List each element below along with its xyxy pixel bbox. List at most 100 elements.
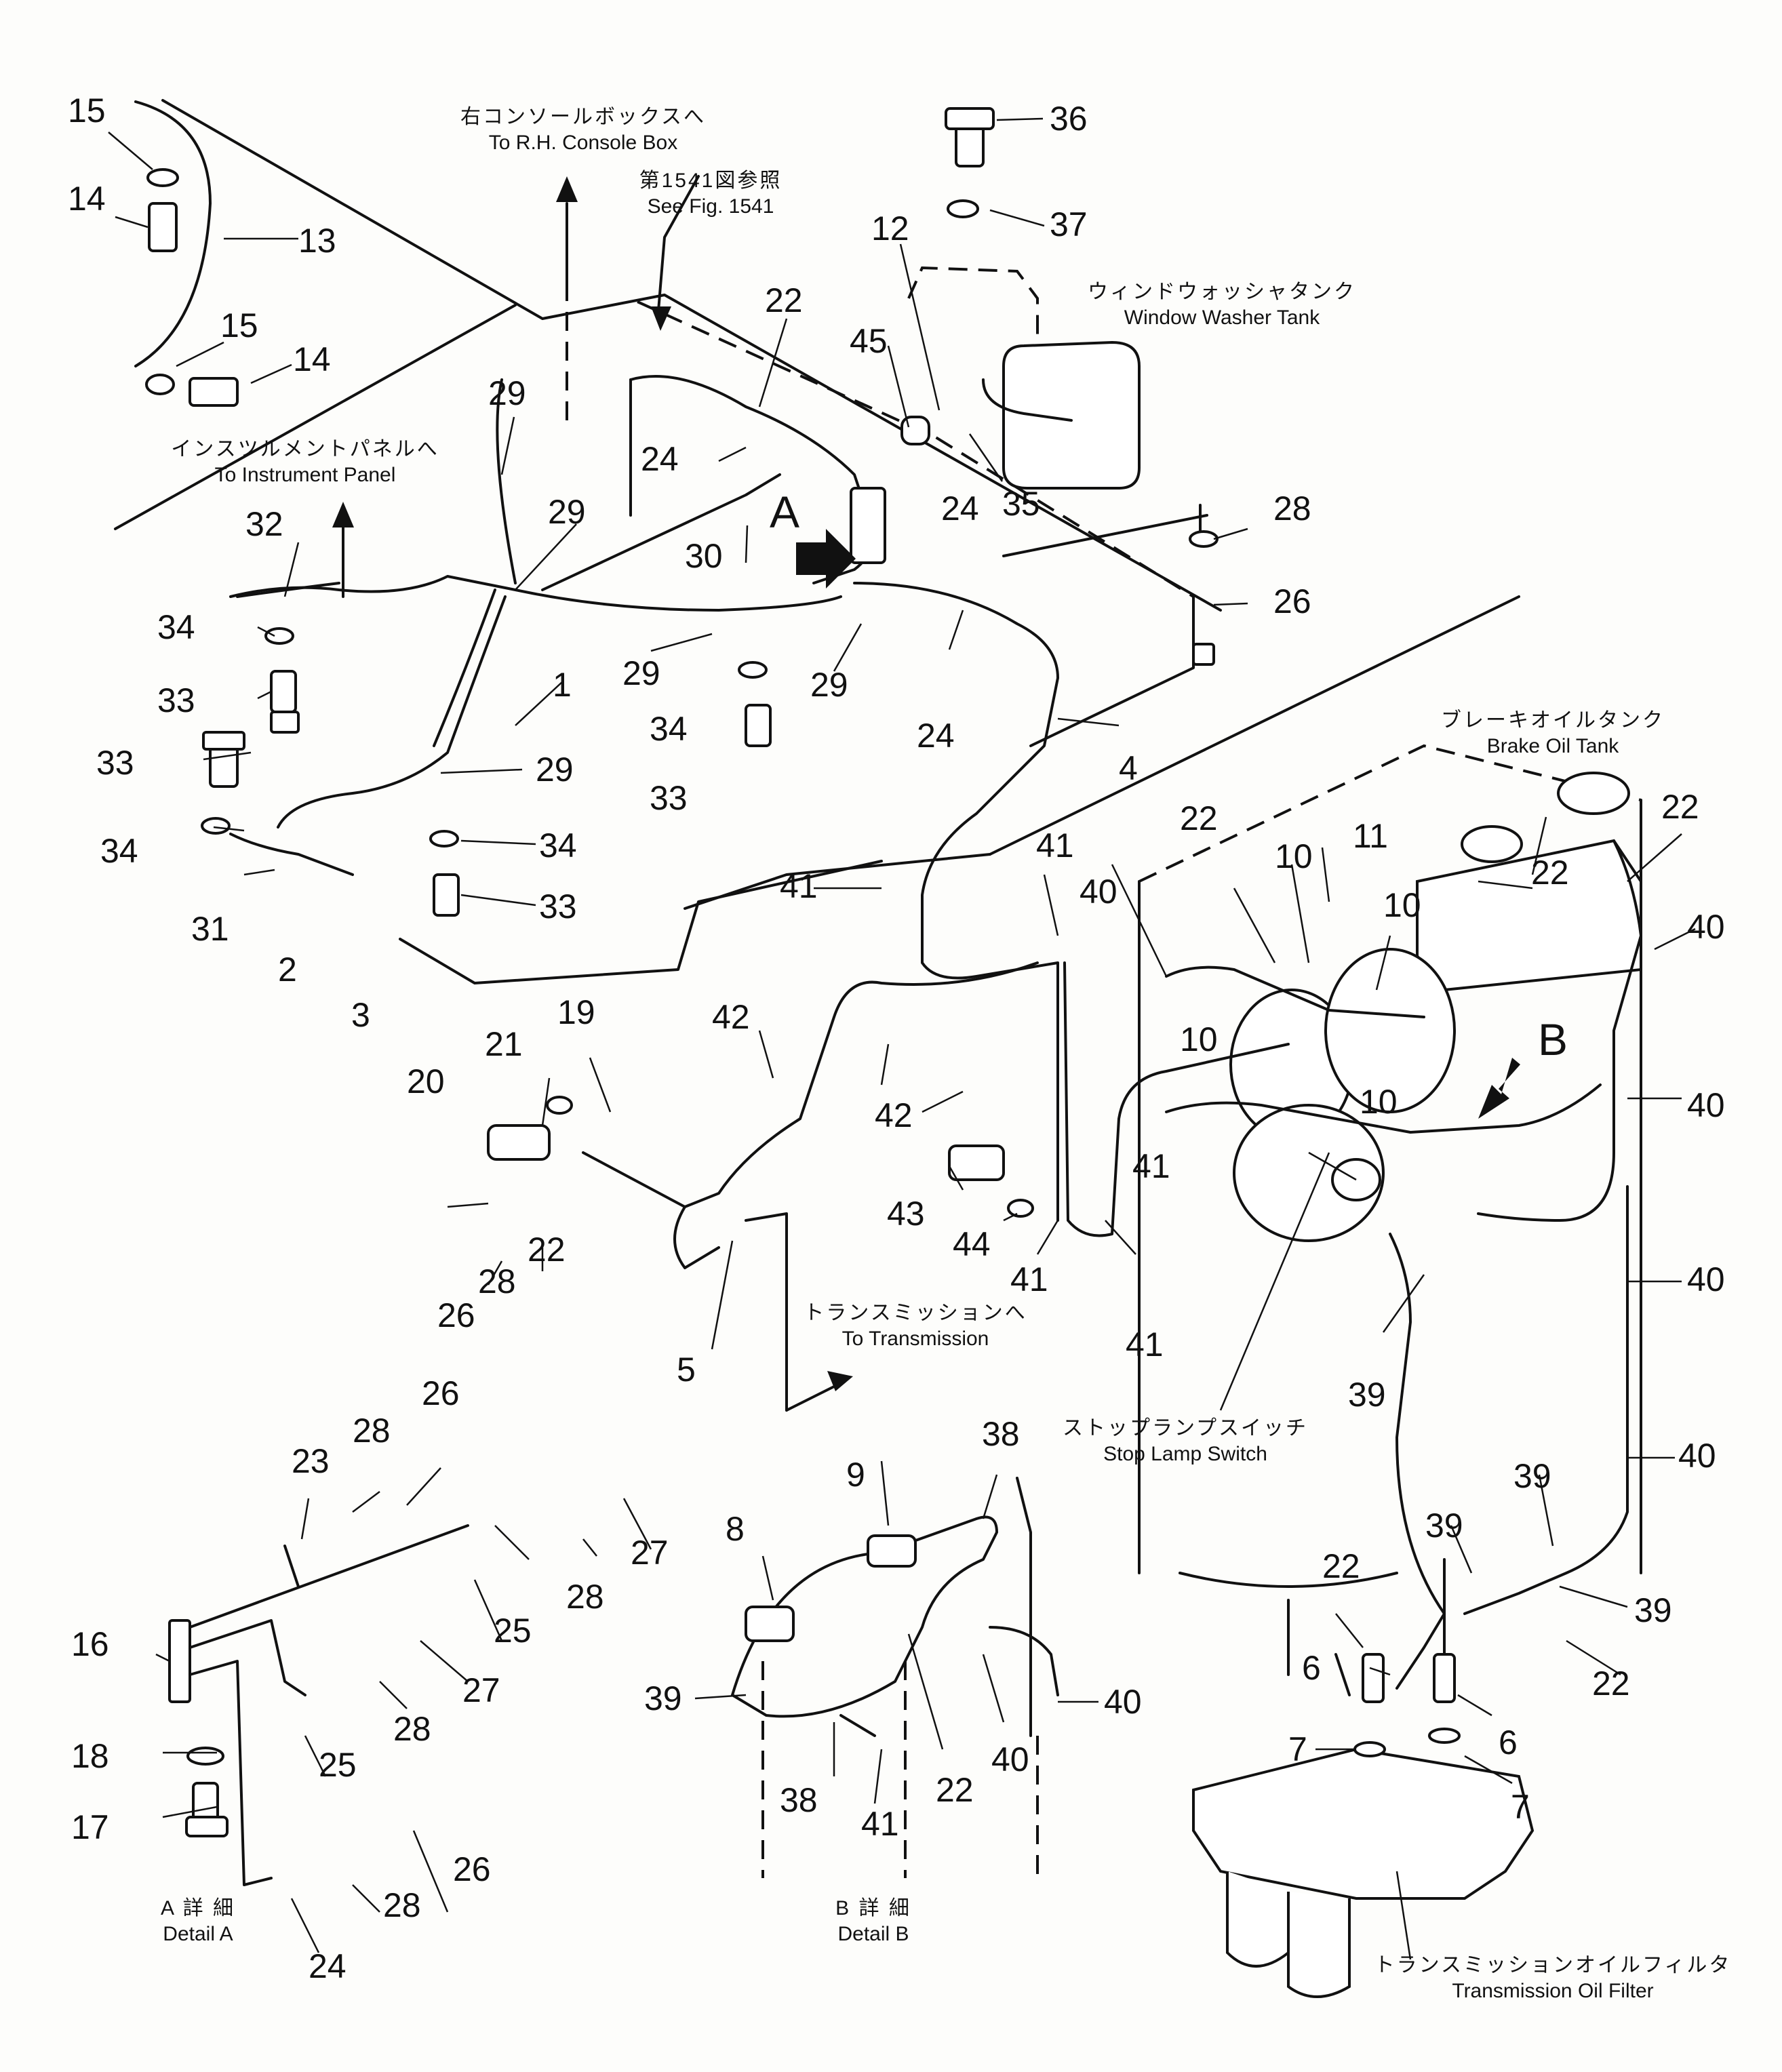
detail-a-caption-en: Detail A — [163, 1922, 233, 1945]
callout-11: 11 — [1353, 817, 1388, 855]
callout-24: 24 — [917, 717, 955, 755]
callout-39: 39 — [1425, 1507, 1463, 1545]
callout-10: 10 — [1275, 837, 1313, 875]
brake-oil-tank-caption: ブレーキオイルタンク Brake Oil Tank — [1441, 708, 1665, 759]
console-box-caption-en: To R.H. Console Box — [488, 131, 678, 154]
callout-16: 16 — [71, 1625, 109, 1663]
callout-26: 26 — [453, 1850, 491, 1888]
callout-29: 29 — [548, 493, 586, 531]
callout-40: 40 — [1687, 1260, 1725, 1298]
callout-40: 40 — [991, 1740, 1029, 1778]
callout-33: 33 — [157, 681, 195, 719]
callout-20: 20 — [407, 1062, 445, 1100]
washer-tank-caption-en: Window Washer Tank — [1124, 306, 1320, 329]
transmission-oil-filter-caption-jp: トランスミッションオイルフィルタ — [1374, 1954, 1732, 1976]
transmission-oil-filter-caption-en: Transmission Oil Filter — [1452, 1979, 1654, 2002]
callout-22: 22 — [1180, 799, 1218, 837]
callout-10: 10 — [1383, 886, 1421, 924]
callout-21: 21 — [485, 1025, 523, 1063]
callout-14: 14 — [293, 340, 331, 378]
callout-41: 41 — [861, 1805, 899, 1843]
callout-37: 37 — [1050, 205, 1088, 243]
callout-29: 29 — [536, 751, 574, 789]
callout-3: 3 — [351, 996, 370, 1034]
callout-26: 26 — [437, 1296, 475, 1334]
callout-15: 15 — [68, 92, 106, 130]
callout-30: 30 — [685, 537, 723, 575]
callout-45: 45 — [850, 322, 888, 360]
callout-41: 41 — [1126, 1326, 1164, 1363]
callout-10: 10 — [1180, 1020, 1218, 1058]
window-washer-tank — [907, 266, 1141, 490]
see-fig-caption-en: See Fig. 1541 — [647, 195, 774, 218]
callout-18: 18 — [71, 1737, 109, 1775]
detail-b-caption-jp: B 詳 細 — [835, 1897, 911, 1919]
callout-17: 17 — [71, 1808, 109, 1846]
transmission-oil-filter — [1192, 1747, 1534, 1998]
callout-32: 32 — [245, 505, 283, 543]
callout-28: 28 — [383, 1886, 421, 1924]
callout-25: 25 — [494, 1612, 532, 1650]
see-fig-caption: 第1541図参照 See Fig. 1541 — [639, 168, 783, 219]
callout-13: 13 — [298, 222, 336, 260]
callout-9: 9 — [846, 1456, 865, 1494]
callout-26: 26 — [422, 1374, 460, 1412]
callout-15: 15 — [220, 306, 258, 344]
callout-33: 33 — [650, 779, 688, 817]
detail-b-drawing — [731, 1477, 1059, 1878]
callout-2: 2 — [278, 951, 297, 989]
callout-31: 31 — [191, 910, 229, 948]
to-transmission-caption: トランスミッションへ To Transmission — [804, 1300, 1027, 1351]
callout-29: 29 — [488, 374, 526, 412]
stop-lamp-switch-caption: ストップランプスイッチ Stop Lamp Switch — [1063, 1416, 1308, 1467]
callout-28: 28 — [393, 1710, 431, 1748]
callout-29: 29 — [622, 654, 660, 692]
callout-41: 41 — [780, 867, 818, 905]
callout-22: 22 — [1322, 1547, 1360, 1585]
console-box-caption: 右コンソールボックスへ To R.H. Console Box — [460, 104, 706, 155]
callout-12: 12 — [871, 210, 909, 247]
to-transmission-caption-en: To Transmission — [842, 1327, 989, 1350]
harness-wires — [134, 100, 1642, 1696]
callout-39: 39 — [644, 1679, 682, 1717]
callout-28: 28 — [1273, 490, 1311, 527]
callout-38: 38 — [780, 1781, 818, 1819]
callout-33: 33 — [539, 888, 577, 925]
detail-b-caption-en: Detail B — [837, 1922, 909, 1945]
callout-34: 34 — [650, 710, 688, 748]
callout-28: 28 — [478, 1262, 516, 1300]
callout-38: 38 — [982, 1415, 1020, 1453]
callout-42: 42 — [875, 1096, 913, 1134]
callout-6: 6 — [1302, 1649, 1321, 1687]
callout-22: 22 — [936, 1771, 974, 1809]
callout-25: 25 — [319, 1746, 357, 1784]
instrument-panel-caption-en: To Instrument Panel — [214, 463, 396, 486]
callout-41: 41 — [1036, 826, 1074, 864]
frame-outline — [114, 99, 1520, 984]
callout-36: 36 — [1050, 100, 1088, 138]
callout-7: 7 — [1288, 1730, 1307, 1768]
callout-40: 40 — [1104, 1683, 1142, 1721]
callout-27: 27 — [631, 1534, 669, 1572]
callout-23: 23 — [292, 1442, 330, 1480]
washer-tank-caption-jp: ウィンドウォッシャタンク — [1088, 281, 1356, 303]
callout-42: 42 — [712, 998, 750, 1036]
callout-6: 6 — [1499, 1724, 1518, 1761]
small-parts — [145, 107, 1461, 1757]
callout-40: 40 — [1687, 908, 1725, 946]
transmission-oil-filter-caption: トランスミッションオイルフィルタ Transmission Oil Filter — [1374, 1953, 1732, 2004]
callout-34: 34 — [539, 826, 577, 864]
callout-10: 10 — [1360, 1083, 1398, 1121]
callout-33: 33 — [96, 744, 134, 782]
instrument-panel-caption-jp: インスツルメントパネルへ — [171, 438, 439, 460]
callout-19: 19 — [557, 993, 595, 1031]
callout-22: 22 — [528, 1231, 566, 1269]
washer-tank-caption: ウィンドウォッシャタンク Window Washer Tank — [1088, 279, 1356, 330]
callout-22: 22 — [1531, 854, 1569, 892]
stop-lamp-switch-caption-en: Stop Lamp Switch — [1103, 1442, 1267, 1465]
brake-oil-tank-caption-jp: ブレーキオイルタンク — [1441, 709, 1665, 732]
callout-22: 22 — [1661, 788, 1699, 826]
callout-41: 41 — [1132, 1147, 1170, 1185]
